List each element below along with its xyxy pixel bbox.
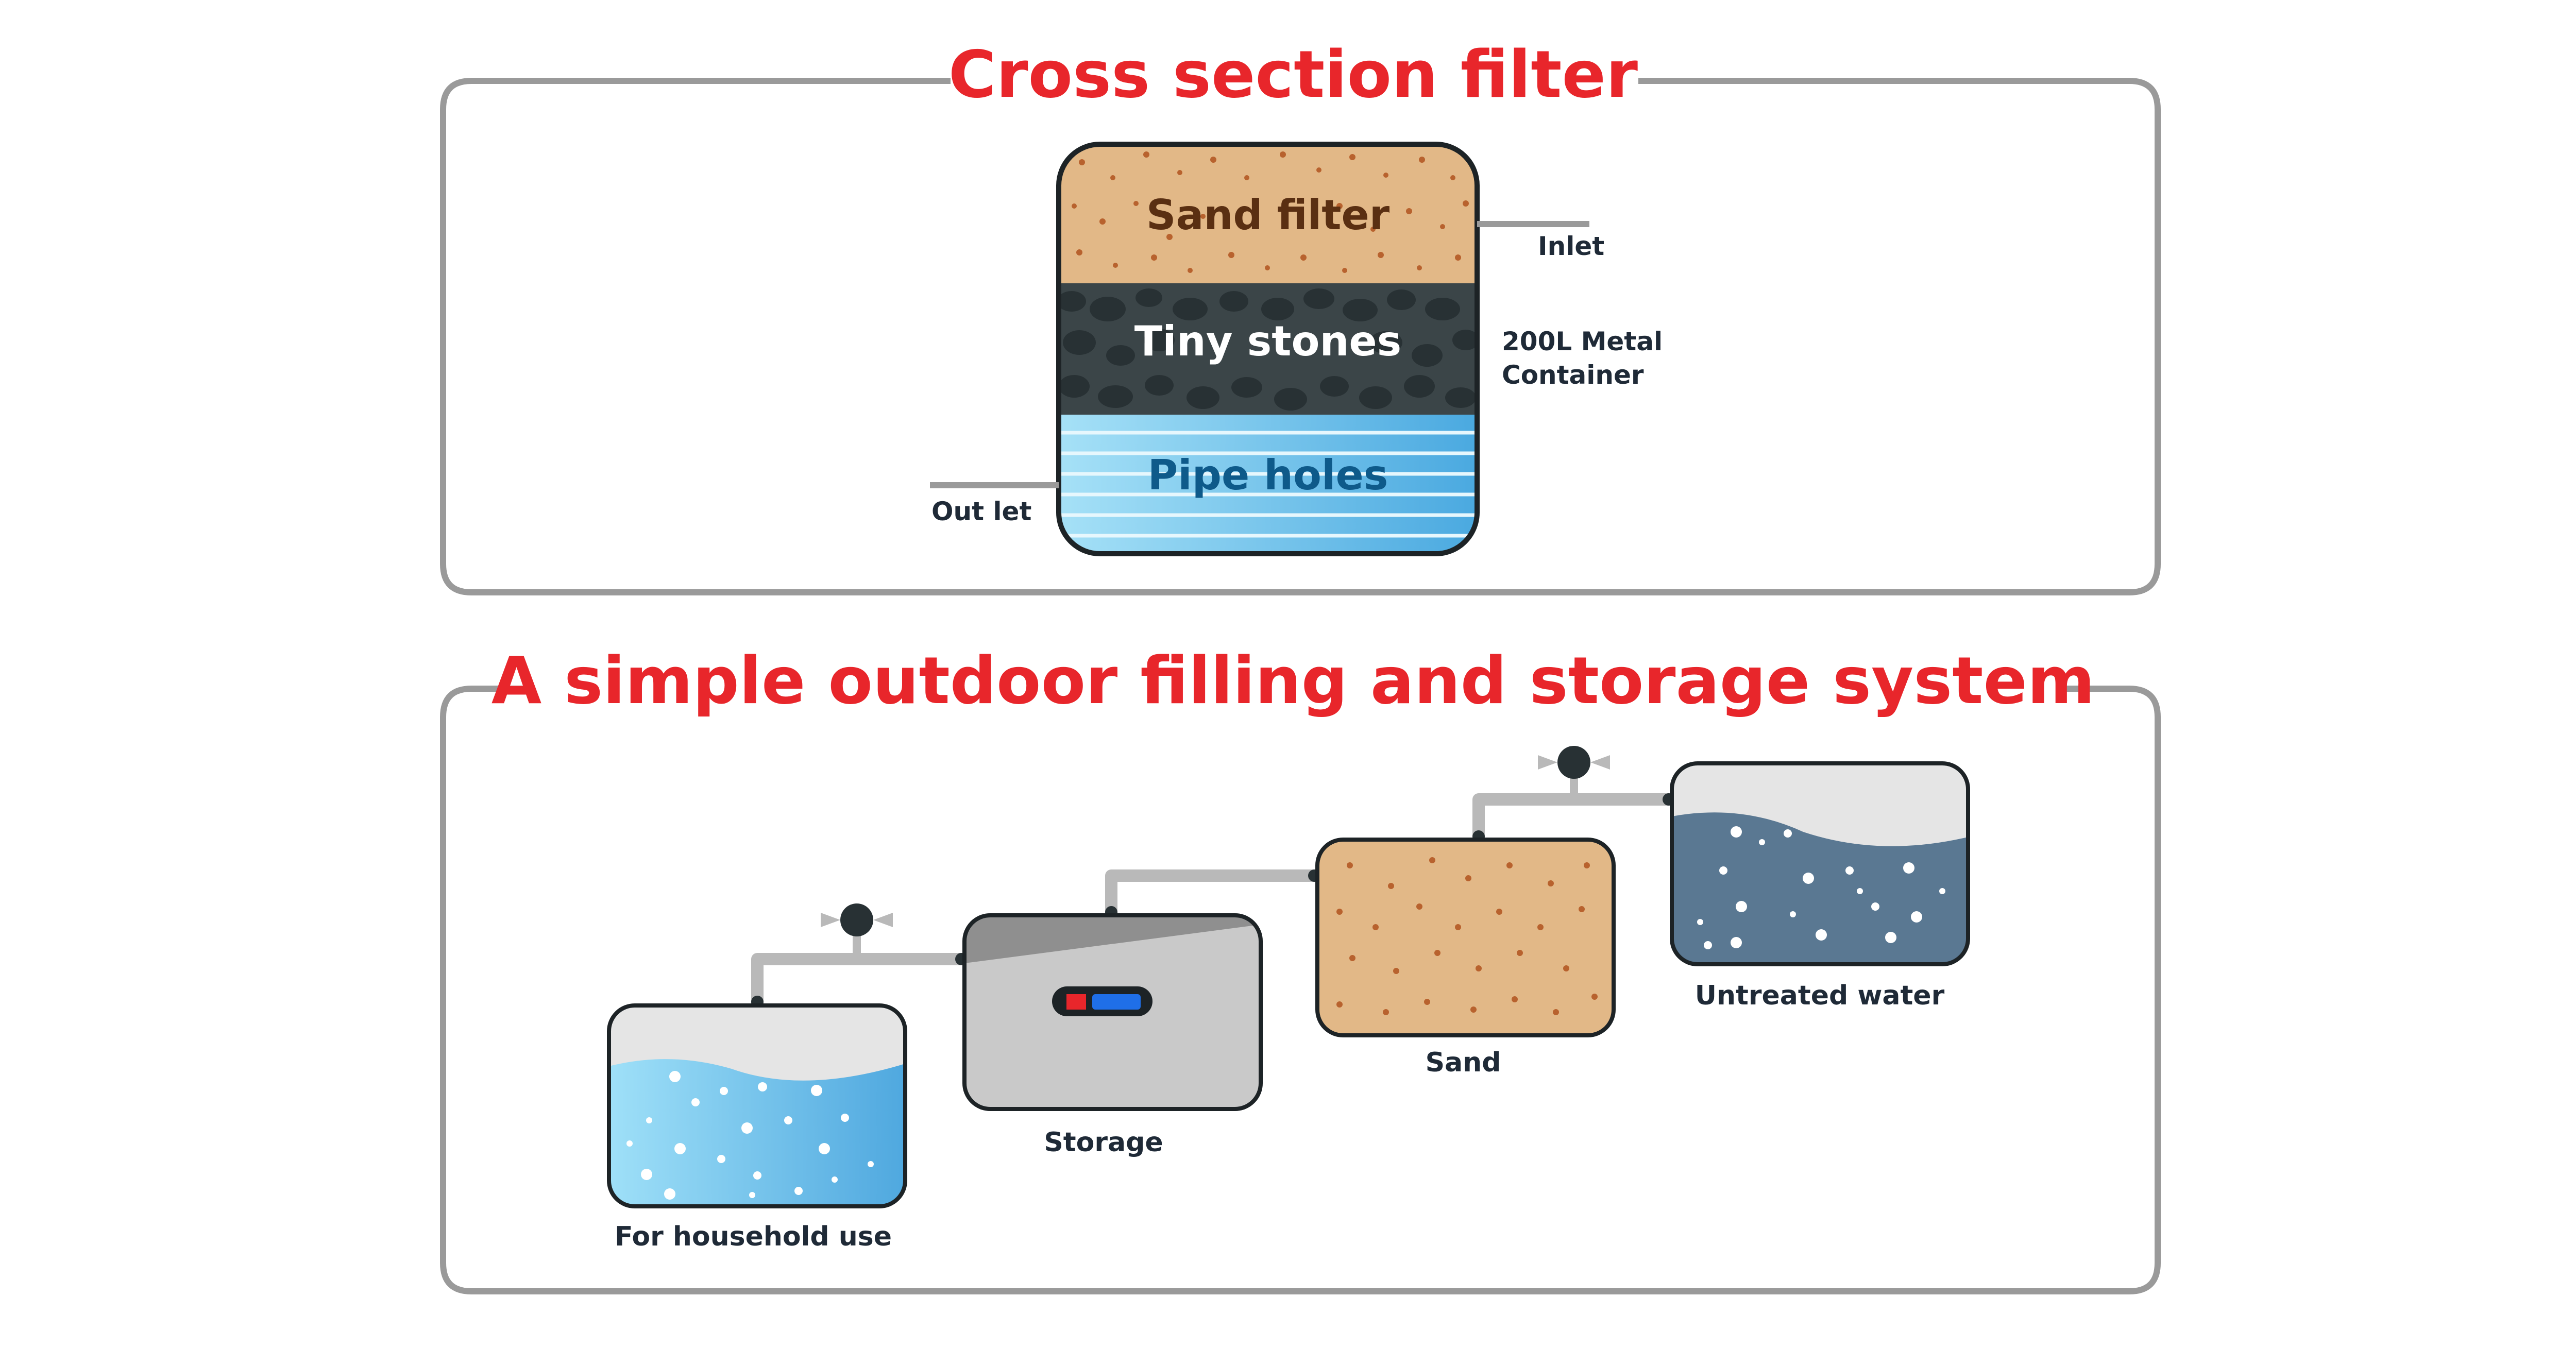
household-label: For household use (615, 1221, 892, 1252)
inlet-label: Inlet (1538, 231, 1604, 261)
untreated-tank (1670, 761, 1970, 966)
untreated-bubbles (1697, 826, 1945, 949)
bottom-frame (440, 686, 2161, 1294)
sand-tank-dots (1336, 857, 1598, 1015)
household-tank (607, 1003, 907, 1208)
valve-left-icon[interactable] (821, 903, 893, 959)
stones (1059, 288, 1477, 411)
pipe-hole-lines (1059, 431, 1477, 538)
sand-layer (1059, 144, 1477, 283)
sand-tank (1315, 838, 1616, 1037)
storage-tank (962, 913, 1263, 1111)
storage-indicator-icon (1052, 986, 1153, 1016)
cross-section-title: Cross section filter (948, 37, 1638, 112)
cross-section-panel: Cross section filter (440, 37, 2161, 595)
sand-dots (1072, 151, 1469, 273)
filter-outline (1056, 142, 1480, 556)
household-bubbles (626, 1071, 874, 1200)
sand-label: Sand (1426, 1047, 1501, 1078)
sand-filter-label: Sand filter (1146, 191, 1390, 239)
filter-container (1059, 144, 1477, 554)
system-title: A simple outdoor filling and storage sys… (492, 643, 2095, 719)
pipe-holes-label: Pipe holes (1148, 451, 1388, 499)
container-label-line2: Container (1502, 360, 1644, 390)
untreated-label: Untreated water (1695, 980, 1945, 1011)
connecting-pipes (751, 793, 1672, 1005)
container-label-line1: 200L Metal (1502, 327, 1663, 356)
valve-right-icon[interactable] (1538, 746, 1610, 799)
storage-label: Storage (1044, 1127, 1163, 1158)
outlet-label: Out let (931, 497, 1031, 526)
pipe-holes-layer (1059, 415, 1477, 554)
system-panel: A simple outdoor filling and storage sys… (440, 643, 2161, 1294)
top-frame (440, 78, 2161, 595)
tiny-stones-label: Tiny stones (1134, 317, 1402, 365)
